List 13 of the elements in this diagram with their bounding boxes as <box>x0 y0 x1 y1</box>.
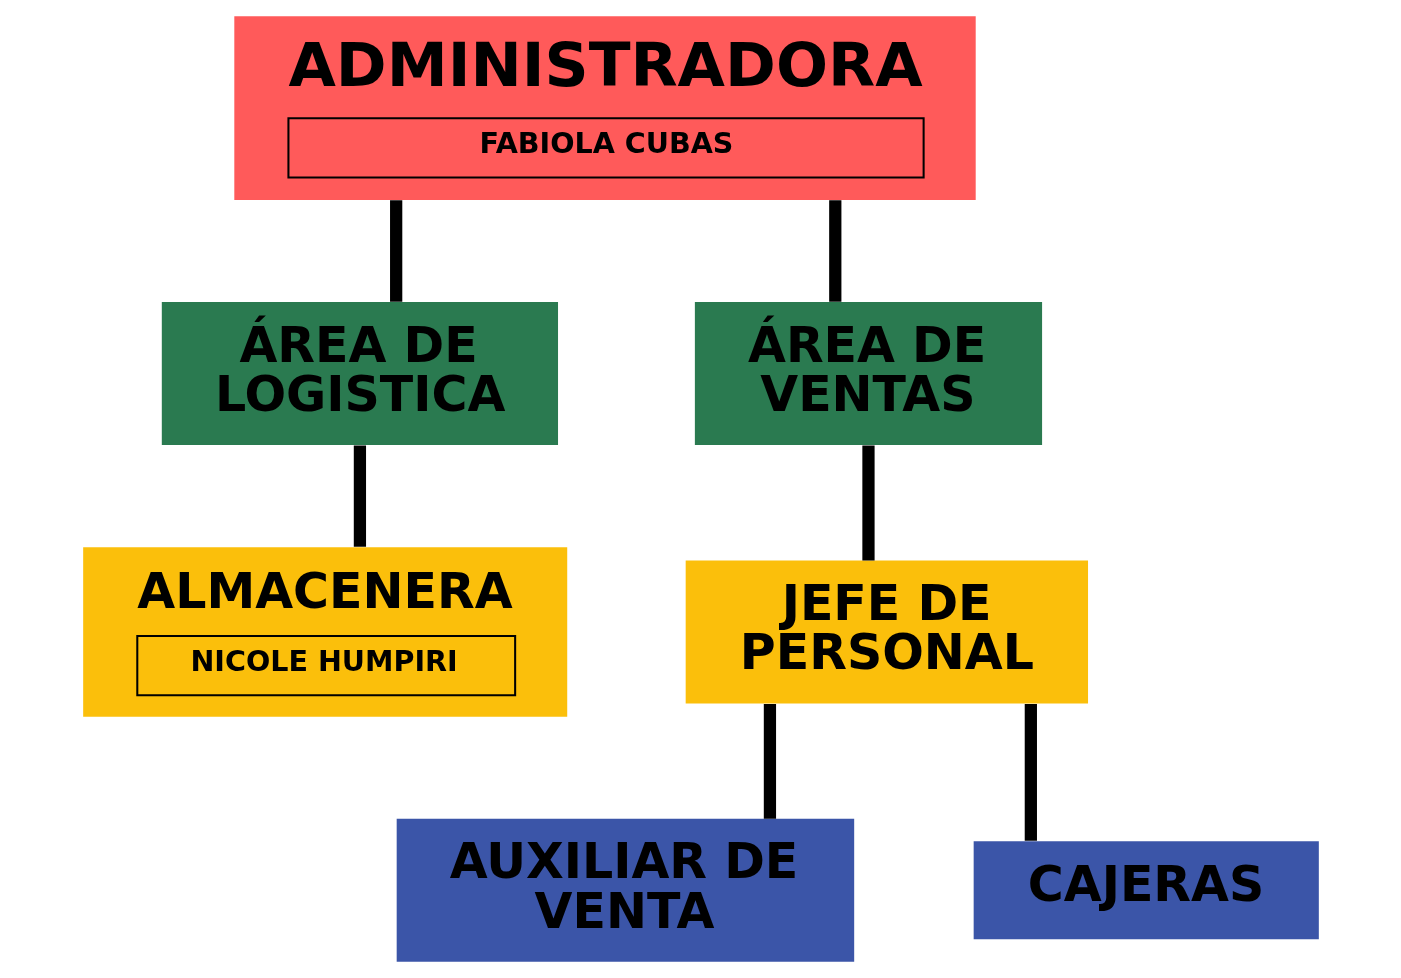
node-box: ÁREA DE VENTAS <box>694 302 1042 446</box>
connector <box>1024 703 1037 841</box>
connector <box>828 200 841 302</box>
connector <box>861 445 875 561</box>
node-box: JEFE DE PERSONAL <box>685 560 1088 704</box>
connector <box>763 703 776 819</box>
node-box: CAJERAS <box>973 841 1319 940</box>
node-box: ADMINISTRADORA FABIOLA CUBAS <box>233 16 976 200</box>
connector <box>389 200 402 302</box>
connector <box>353 445 366 547</box>
node-box: ÁREA DE LOGISTICA <box>161 302 558 446</box>
node-box: ALMACENERA NICOLE HUMPIRI <box>82 547 567 717</box>
node-box: AUXILIAR DE VENTA <box>396 818 854 962</box>
